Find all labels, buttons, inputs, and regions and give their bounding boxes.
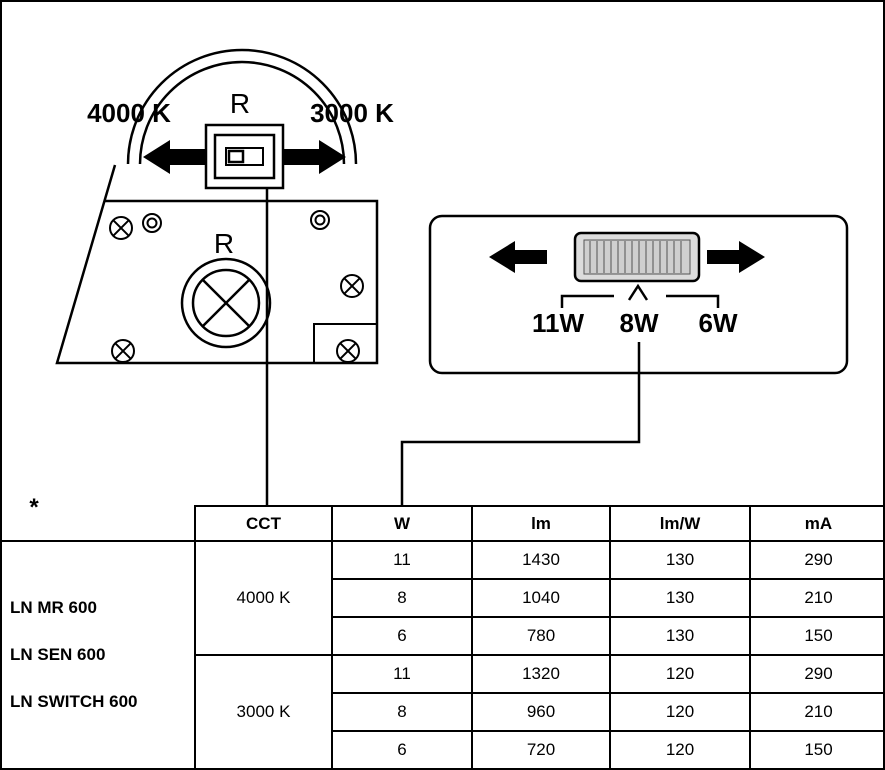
table-row: 6 780 130 150 bbox=[2, 616, 883, 656]
col-header-lmw: lm/W bbox=[609, 505, 751, 542]
spec-table: CCT W lm lm/W mA LN MR 600 LN SEN 600 LN… bbox=[2, 505, 883, 768]
cell-lm: 960 bbox=[471, 692, 611, 732]
product-name: LN SWITCH 600 bbox=[10, 692, 138, 711]
wattage-slider bbox=[573, 231, 701, 283]
cell-lmw: 130 bbox=[609, 616, 751, 656]
connector-line-wattage bbox=[400, 342, 641, 506]
table-row: 8 960 120 210 bbox=[2, 692, 883, 732]
cell-lm: 1040 bbox=[471, 578, 611, 618]
cell-ma: 150 bbox=[749, 730, 883, 768]
table-row: 8 1040 130 210 bbox=[2, 578, 883, 618]
product-name: LN SEN 600 bbox=[10, 645, 106, 664]
slider-position-brackets bbox=[560, 283, 720, 308]
footnote-asterisk: * bbox=[29, 494, 39, 521]
cct-arrow-right-icon bbox=[283, 140, 346, 174]
col-header-lm: lm bbox=[471, 505, 611, 542]
cell-lmw: 130 bbox=[609, 540, 751, 580]
screw-x-icon bbox=[340, 274, 364, 298]
product-names-list: LN MR 600 LN SEN 600 LN SWITCH 600 bbox=[2, 543, 193, 767]
cct-group-cell: 4000 K bbox=[194, 540, 333, 656]
table-header-row: CCT W lm lm/W mA bbox=[2, 505, 883, 542]
cct-switch bbox=[204, 123, 285, 190]
table-row: LN MR 600 LN SEN 600 LN SWITCH 600 4000 … bbox=[2, 540, 883, 768]
luminaire-body-outline bbox=[55, 164, 379, 365]
cell-ma: 150 bbox=[749, 616, 883, 656]
cct-arrow-left-icon bbox=[143, 140, 206, 174]
screw-icons bbox=[109, 210, 364, 363]
cell-w: 6 bbox=[331, 730, 473, 768]
screw-x-icon bbox=[111, 339, 135, 363]
cell-ma: 290 bbox=[749, 654, 883, 694]
cell-lmw: 120 bbox=[609, 730, 751, 768]
cct-group-cell: 3000 K bbox=[194, 654, 333, 768]
screw-ring-icon bbox=[310, 210, 330, 230]
cell-lm: 780 bbox=[471, 616, 611, 656]
cell-ma: 210 bbox=[749, 692, 883, 732]
cct-r-label: R bbox=[229, 88, 251, 119]
cell-ma: 210 bbox=[749, 578, 883, 618]
cell-lmw: 130 bbox=[609, 578, 751, 618]
product-names-cell: LN MR 600 LN SEN 600 LN SWITCH 600 bbox=[2, 540, 196, 768]
cell-lm: 1430 bbox=[471, 540, 611, 580]
col-header-w: W bbox=[331, 505, 473, 542]
col-header-ma: mA bbox=[749, 505, 883, 542]
wattage-arrow-left-icon bbox=[489, 241, 547, 273]
cell-w: 11 bbox=[331, 540, 473, 580]
cct-right-label: 3000 K bbox=[310, 98, 394, 128]
table-row: 6 720 120 150 bbox=[2, 730, 883, 768]
cell-lm: 720 bbox=[471, 730, 611, 768]
screw-x-icon bbox=[109, 216, 133, 240]
body-r-label: R bbox=[213, 228, 235, 259]
screw-ring-icon bbox=[142, 213, 162, 233]
cct-left-label: 4000 K bbox=[87, 98, 171, 128]
col-header-cct: CCT bbox=[194, 505, 333, 542]
screw-x-icon bbox=[336, 339, 360, 363]
watt-label-6w: 6W bbox=[698, 308, 738, 338]
cell-lm: 1320 bbox=[471, 654, 611, 694]
cell-lmw: 120 bbox=[609, 692, 751, 732]
cell-ma: 290 bbox=[749, 540, 883, 580]
cell-w: 8 bbox=[331, 578, 473, 618]
cell-w: 6 bbox=[331, 616, 473, 656]
product-name: LN MR 600 bbox=[10, 598, 97, 617]
cell-w: 8 bbox=[331, 692, 473, 732]
watt-label-11w: 11W bbox=[531, 308, 585, 338]
table-corner-cell bbox=[2, 506, 195, 541]
cell-lmw: 120 bbox=[609, 654, 751, 694]
watt-label-8w: 8W bbox=[619, 308, 659, 338]
table-row: 3000 K 11 1320 120 290 bbox=[2, 654, 883, 768]
cct-dome-outline bbox=[126, 48, 358, 165]
cell-w: 11 bbox=[331, 654, 473, 694]
wattage-arrow-right-icon bbox=[707, 241, 765, 273]
knockout-icon bbox=[180, 257, 272, 349]
